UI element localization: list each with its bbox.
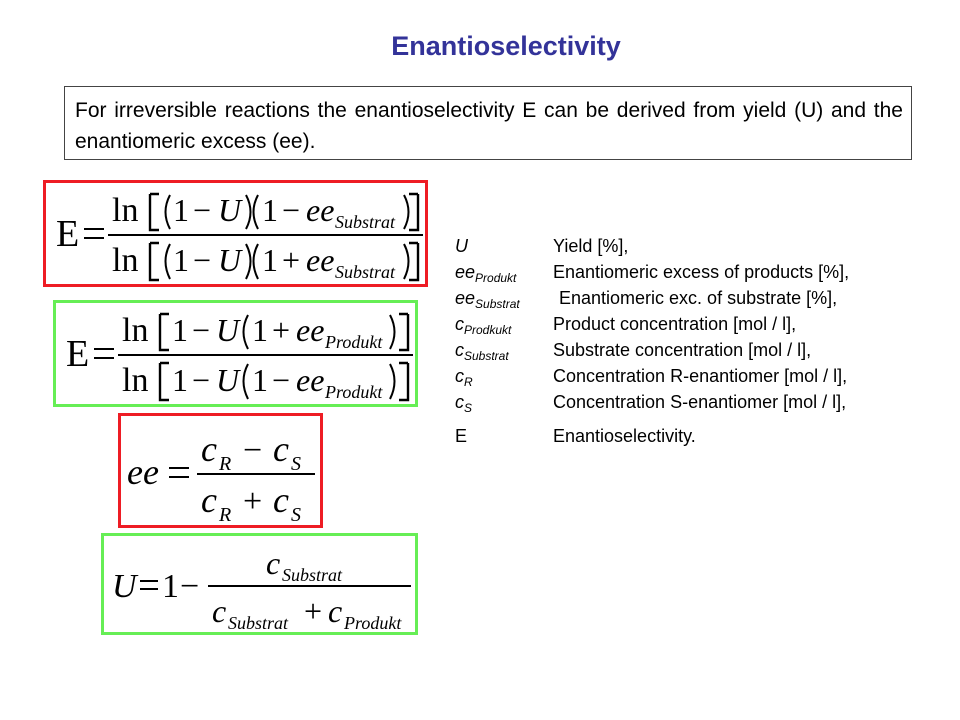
one: 1 [172,312,188,348]
legend-description: Concentration S-enantiomer [mol / l], [553,392,847,412]
minus: − [192,312,210,348]
u-symbol: U [216,312,241,348]
formula-ee-svg: ee c R − c S c R + c S [127,429,315,526]
legend-description: Concentration R-enantiomer [mol / l], [553,366,848,386]
legend-description: Substrate concentration [mol / l], [553,340,812,360]
lhs-ee: ee [127,452,159,492]
legend-row: cS Concentration S-enantiomer [mol / l], [455,392,955,418]
one: 1 [252,312,268,348]
page-title: Enantioselectivity [391,31,621,61]
legend-row: eeSubstrat Enantiomeric exc. of substrat… [455,288,955,314]
legend-symbol: E [455,426,468,446]
c-symbol: c [266,545,280,581]
c-symbol: c [212,593,226,629]
u-symbol: U [218,192,243,228]
minus: − [192,362,210,398]
plus: + [243,483,262,520]
c-symbol: c [273,429,289,469]
formula-ee: ee c R − c S c R + c S [118,413,323,528]
ee-subscript: Substrat [335,262,396,282]
lhs-e: E [56,213,79,255]
minus: − [193,192,211,228]
u-symbol: U [218,242,243,278]
one: 1 [262,242,278,278]
one: 1 [262,192,278,228]
minus: − [243,432,262,469]
plus: + [304,593,322,629]
legend-row: eeProdukt Enantiomeric excess of product… [455,262,955,288]
legend-description: Yield [%], [553,236,629,256]
legend-symbol: cR [455,366,473,389]
formula-e-substrate: E − ln 1 − U 1 − ee Substrat ln 1 − U 1 … [43,180,428,287]
symbol-legend: U Yield [%], eeProdukt Enantiomeric exce… [455,236,955,452]
legend-description: Enantiomeric excess of products [%], [553,262,850,282]
ee-subscript: Produkt [324,382,383,402]
c-symbol: c [273,480,289,520]
one: 1 [172,362,188,398]
minus: − [180,568,199,605]
one: 1 [162,568,179,605]
one: 1 [173,242,189,278]
formula-yield: U 1 − c Substrat c Substrat + c Produkt [101,533,418,635]
one: 1 [173,192,189,228]
lhs-e: E [66,333,89,375]
plus: + [272,312,290,348]
ln-denominator: ln [122,362,148,399]
ee-symbol: ee [306,192,334,228]
minus: − [282,192,300,228]
intro-text-box: For irreversible reactions the enantiose… [64,86,912,160]
r-subscript: R [218,504,231,526]
minus: − [193,242,211,278]
legend-symbol: cSubstrat [455,340,509,363]
legend-row: U Yield [%], [455,236,955,262]
formula-e-product-svg: E ln 1 − U 1 + ee Produkt ln 1 − U 1 − e… [66,312,413,402]
legend-symbol: cS [455,392,473,415]
c-symbol: c [201,429,217,469]
ee-subscript: Substrat [335,212,396,232]
plus: + [282,242,300,278]
legend-description: Enantioselectivity. [553,426,696,446]
formula-yield-svg: U 1 − c Substrat c Substrat + c Produkt [112,545,411,633]
s-subscript: S [291,504,301,526]
legend-row: cProdkukt Product concentration [mol / l… [455,314,955,340]
minus: − [272,362,290,398]
r-subscript: R [218,453,231,475]
legend-symbol: eeSubstrat [455,288,520,311]
c-symbol: c [328,593,342,629]
legend-symbol: U [455,236,468,256]
ln-numerator: ln [112,192,138,229]
lhs-u: U [112,568,139,605]
substrat-subscript: Substrat [228,613,289,633]
legend-row: cR Concentration R-enantiomer [mol / l], [455,366,955,392]
legend-symbol: cProdkukt [455,314,512,337]
c-symbol: c [201,480,217,520]
legend-row: E Enantioselectivity. [455,426,955,452]
formula-e-substrate-svg: E − ln 1 − U 1 − ee Substrat ln 1 − U 1 … [56,192,423,282]
legend-symbol: eeProdukt [455,262,517,285]
ee-subscript: Produkt [324,332,383,352]
legend-description: Enantiomeric exc. of substrate [%], [559,288,838,308]
u-symbol: U [216,362,241,398]
legend-row: cSubstrat Substrate concentration [mol /… [455,340,955,366]
one: 1 [252,362,268,398]
s-subscript: S [291,453,301,475]
ee-symbol: ee [306,242,334,278]
ee-symbol: ee [296,362,324,398]
legend-description: Product concentration [mol / l], [553,314,797,334]
ln-denominator: ln [112,242,138,279]
produkt-subscript: Produkt [343,613,402,633]
formula-e-product: E ln 1 − U 1 + ee Produkt ln 1 − U 1 − e… [53,300,418,407]
ln-numerator: ln [122,312,148,349]
substrat-subscript: Substrat [282,565,343,585]
ee-symbol: ee [296,312,324,348]
